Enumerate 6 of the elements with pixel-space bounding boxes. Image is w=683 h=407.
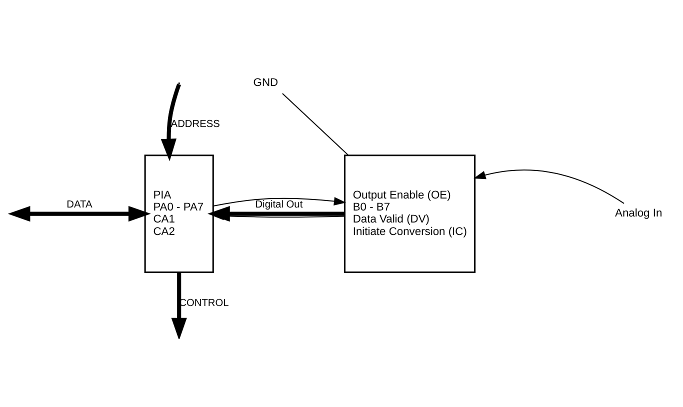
node-text: Analog In bbox=[615, 207, 662, 220]
edge-label: CONTROL bbox=[179, 297, 229, 308]
node-text: GND bbox=[253, 76, 278, 89]
edge-label: DATA bbox=[66, 199, 92, 210]
edge-label: ADDRESS bbox=[170, 118, 220, 130]
edge-label: Digital Out bbox=[255, 199, 303, 210]
